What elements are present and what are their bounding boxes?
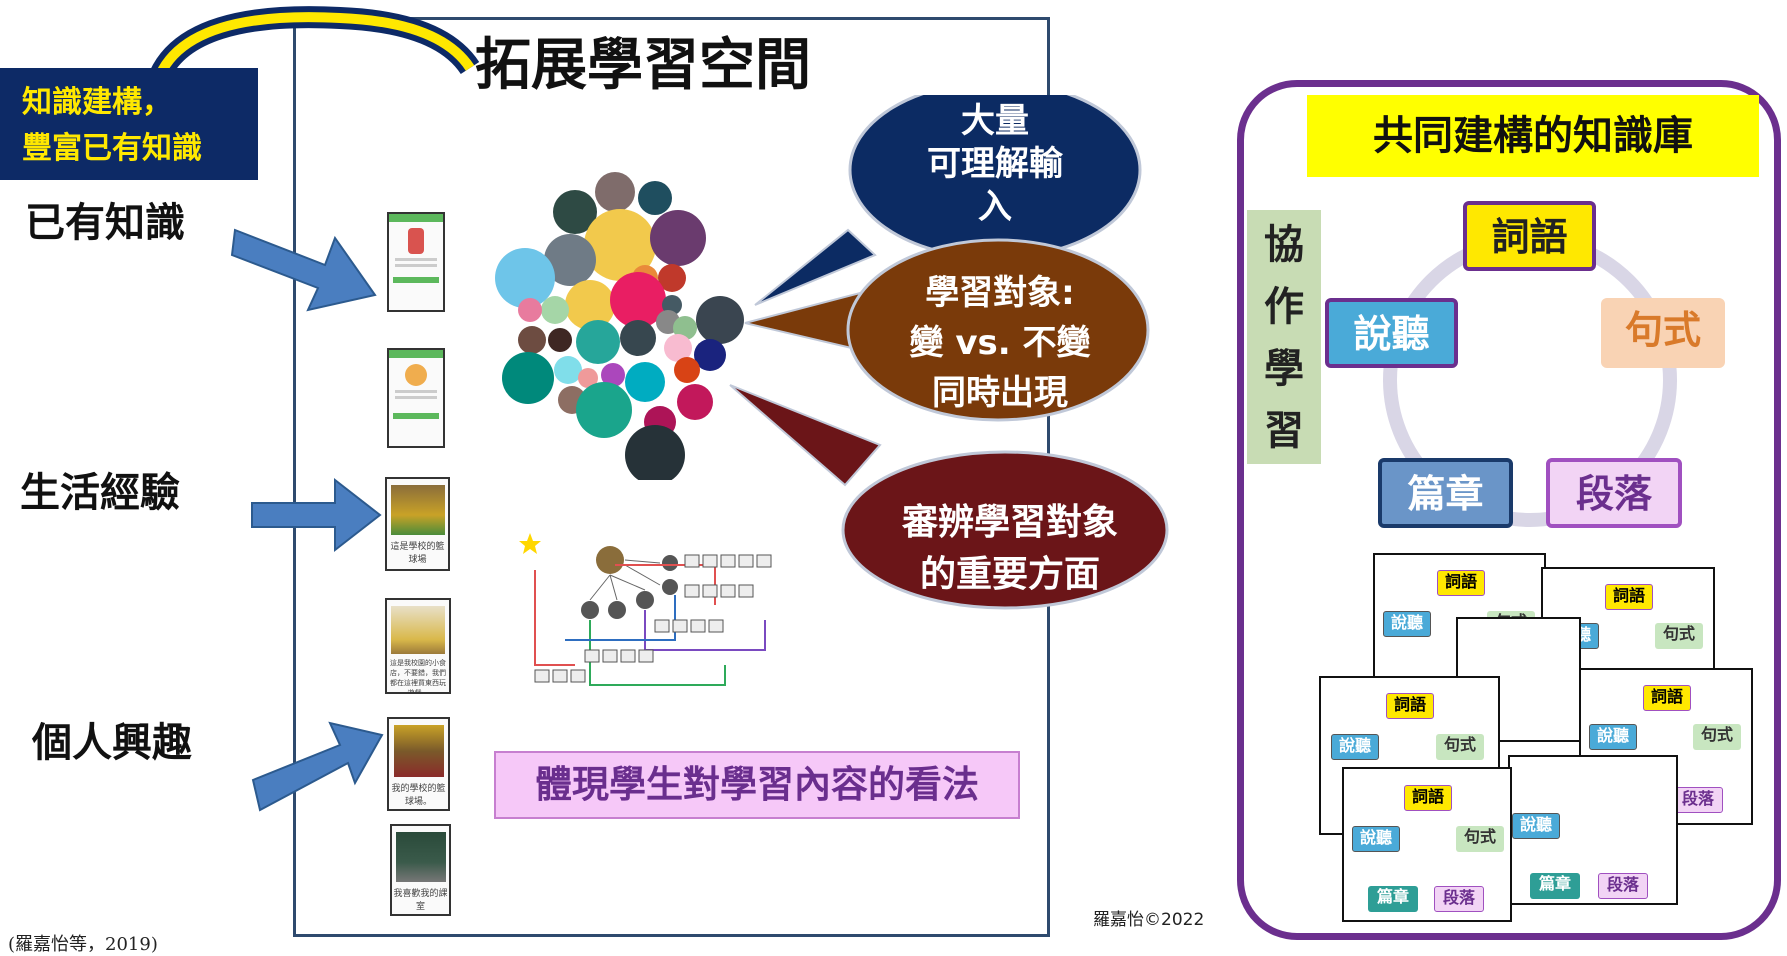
mini-tag-pian: 篇章 xyxy=(1530,873,1580,899)
bubble2-line3: 同時出現 xyxy=(932,373,1068,413)
thumbnail-caption: 這是我校園的小食店，不要錯，我們都在這裡買東西玩遊戲。 xyxy=(390,659,446,694)
label-prior-knowledge: 已有知識 xyxy=(25,200,185,246)
mini-tag-ju: 句式 xyxy=(1655,623,1703,649)
tag-ci: 詞語 xyxy=(1463,201,1596,271)
mini-tag-ci: 詞語 xyxy=(1404,785,1452,811)
tag-pian: 篇章 xyxy=(1378,458,1513,528)
mini-tag-pian: 篇章 xyxy=(1368,886,1418,912)
mini-tag-shuo: 說聽 xyxy=(1352,826,1400,852)
collab-char: 學 xyxy=(1264,346,1304,392)
collab-char: 習 xyxy=(1264,408,1304,454)
bubble2-line1: 學習對象: xyxy=(925,273,1075,313)
knowledge-box-line1: 知識建構， xyxy=(22,85,172,120)
thumbnail-photo-classroom: 我喜歡我的課室 xyxy=(390,824,451,916)
bubble1-line1: 大量 xyxy=(961,101,1029,141)
thumbnail-photo-canteen: 這是我校園的小食店，不要錯，我們都在這裡買東西玩遊戲。 xyxy=(385,598,451,694)
collab-char: 協 xyxy=(1264,222,1304,268)
mini-tag-shuo: 說聽 xyxy=(1383,611,1431,637)
thumbnail-app-screen-1 xyxy=(387,212,445,312)
mini-tag-duan: 段落 xyxy=(1434,886,1484,912)
knowledge-base-header: 共同建構的知識庫 xyxy=(1307,95,1759,177)
bubble-cluster-chart xyxy=(495,172,744,480)
network-diagram xyxy=(519,533,772,686)
tag-shuo: 說聽 xyxy=(1325,298,1458,368)
mini-tag-ci: 詞語 xyxy=(1386,693,1434,719)
mini-card: 詞語 說聽 句式 篇章 段落 xyxy=(1342,767,1512,922)
speech-bubbles xyxy=(729,95,1169,610)
thumbnail-photo-court-2: 我的學校的籃球場。 xyxy=(387,717,450,811)
mini-tag-ju: 句式 xyxy=(1456,826,1504,852)
bubble3-line2: 的重要方面 xyxy=(919,554,1100,595)
mini-tag-ju: 句式 xyxy=(1436,734,1484,760)
mini-tag-shuo: 說聽 xyxy=(1589,724,1637,750)
mini-card: 說聽 篇章 段落 xyxy=(1508,755,1678,905)
tag-ju: 句式 xyxy=(1601,298,1725,368)
label-personal-interest: 個人興趣 xyxy=(32,720,192,766)
mini-tag-ju: 句式 xyxy=(1693,724,1741,750)
arc-arrow xyxy=(150,6,480,81)
thumbnail-caption: 這是學校的籃球場 xyxy=(390,542,445,565)
citation: (羅嘉怡等，2019) xyxy=(8,934,158,955)
bubble1-line2: 可理解輸 xyxy=(927,144,1063,184)
credit: 羅嘉怡©2022 xyxy=(1093,910,1205,930)
arrow-life xyxy=(251,477,382,553)
knowledge-box-line2: 豐富已有知識 xyxy=(22,131,202,166)
collaborative-learning-label: 協 作 學 習 xyxy=(1247,210,1321,464)
bubble1-line3: 入 xyxy=(978,187,1012,227)
tag-duan: 段落 xyxy=(1546,458,1682,528)
mini-tag-ci: 詞語 xyxy=(1643,685,1691,711)
page-title: 拓展學習空間 xyxy=(475,33,811,98)
thumbnail-caption: 我的學校的籃球場。 xyxy=(391,784,446,807)
mini-tag-duan: 段落 xyxy=(1598,873,1648,899)
label-life-experience: 生活經驗 xyxy=(20,470,180,516)
arrow-interest xyxy=(251,721,384,812)
bubble-discern-aspects: 審辨學習對象 的重要方面 xyxy=(875,497,1145,601)
thumbnail-caption: 我喜歡我的課室 xyxy=(393,889,448,912)
bubble3-line1: 審辨學習對象 xyxy=(901,502,1118,543)
knowledge-construction-box: 知識建構， 豐富已有知識 xyxy=(0,68,258,180)
mini-tag-shuo: 說聽 xyxy=(1331,734,1379,760)
arrow-prior xyxy=(230,228,377,312)
knowledge-base-panel xyxy=(1237,80,1781,940)
thumbnail-photo-court: 這是學校的籃球場 xyxy=(385,477,450,571)
mini-tag-shuo: 說聽 xyxy=(1512,813,1560,839)
mini-tag-duan: 段落 xyxy=(1673,787,1723,813)
mini-tag-ci: 詞語 xyxy=(1605,584,1653,610)
bubble2-line2: 變 vs. 不變 xyxy=(909,323,1091,363)
collab-char: 作 xyxy=(1264,284,1304,330)
thumbnail-app-screen-2 xyxy=(387,348,445,448)
mini-tag-ci: 詞語 xyxy=(1437,570,1485,596)
student-view-label: 體現學生對學習內容的看法 xyxy=(494,751,1020,819)
bubble-object-of-learning: 學習對象: 變 vs. 不變 同時出現 xyxy=(875,268,1125,418)
bubble-comprehensible-input: 大量 可理解輸 入 xyxy=(875,100,1115,229)
